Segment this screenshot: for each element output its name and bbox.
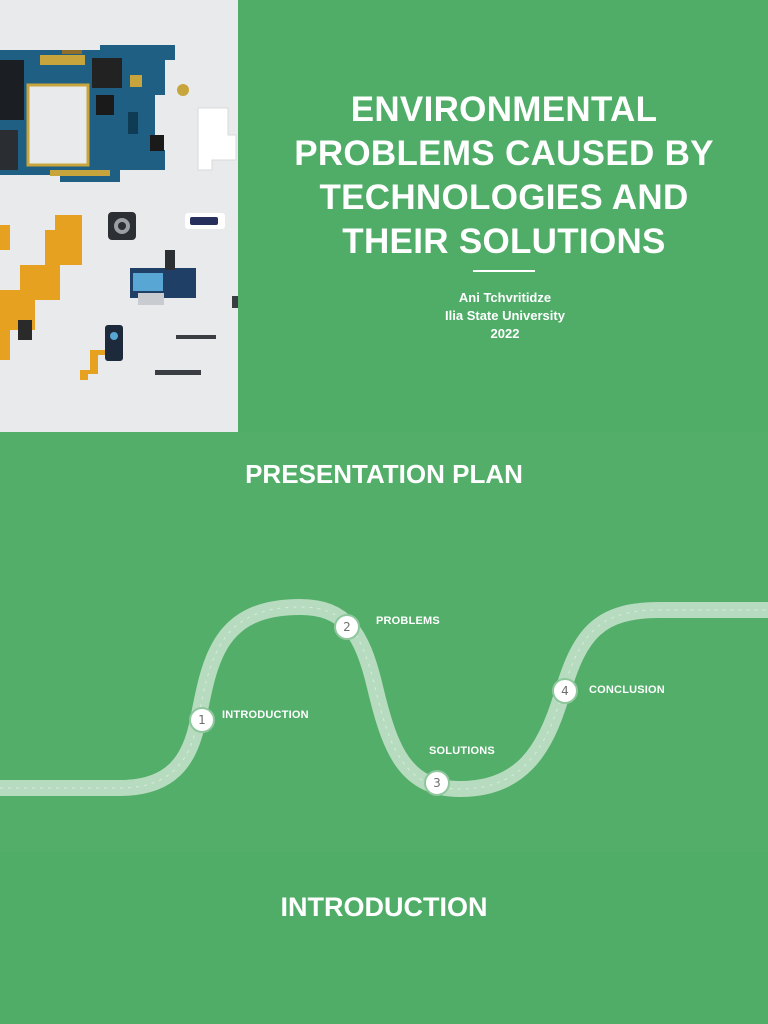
author-name: Ani Tchvritidze <box>458 290 552 305</box>
roadmap-road <box>0 598 768 798</box>
step-2-label: PROBLEMS <box>376 615 440 627</box>
circuit-board <box>0 45 189 182</box>
flex-cable <box>0 215 82 360</box>
introduction-heading: INTRODUCTION <box>280 892 488 922</box>
step-1-label: INTRODUCTION <box>222 709 309 721</box>
electronic-components-photo <box>0 0 238 432</box>
presentation-title: ENVIRONMENTAL PROBLEMS CAUSED BY TECHNOL… <box>294 90 714 261</box>
step-3-label: SOLUTIONS <box>429 745 495 757</box>
phone-parts-illustration <box>0 0 238 432</box>
university-name: Ilia State University <box>445 308 565 323</box>
title-divider <box>473 270 535 272</box>
step-1-marker: 1 <box>189 707 215 733</box>
presentation-year: 2022 <box>490 326 520 341</box>
step-2-marker: 2 <box>334 614 360 640</box>
title-slide: ENVIRONMENTAL PROBLEMS CAUSED BY TECHNOL… <box>0 0 768 432</box>
step-3-marker: 3 <box>424 770 450 796</box>
introduction-slide: INTRODUCTION <box>0 852 768 1024</box>
step-4-label: CONCLUSION <box>589 684 665 696</box>
plan-heading: PRESENTATION PLAN <box>245 459 523 489</box>
plan-slide: PRESENTATION PLAN 1 INTRODUCTION 2 PROBL… <box>0 432 768 852</box>
step-4-marker: 4 <box>552 678 578 704</box>
